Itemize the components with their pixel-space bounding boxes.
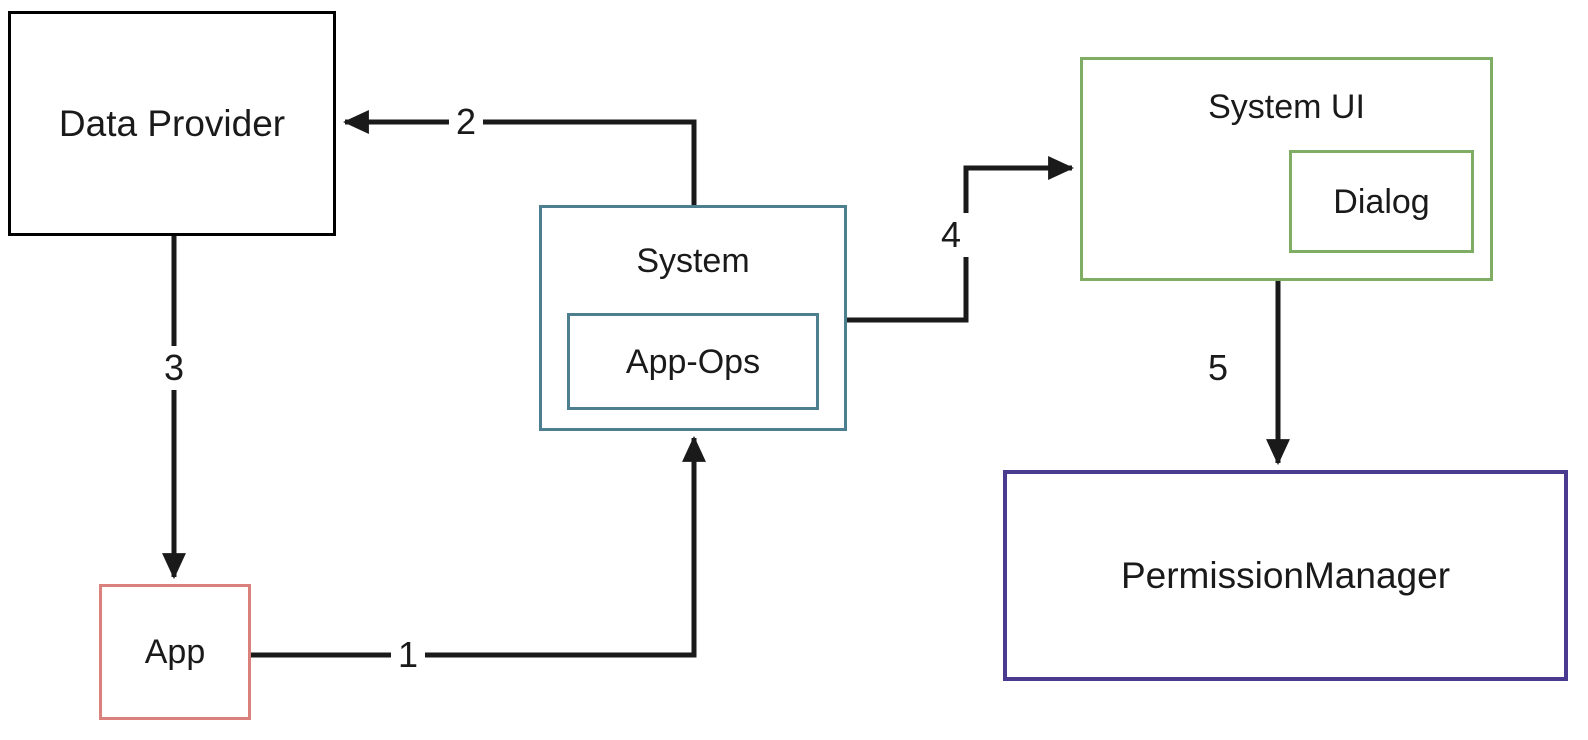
node-system-label: System — [636, 242, 750, 280]
node-data-provider[interactable]: Data Provider — [8, 11, 336, 236]
node-app-ops-label: App-Ops — [625, 342, 761, 381]
edge-2-path — [342, 110, 697, 205]
node-app-label: App — [144, 633, 206, 671]
node-data-provider-label: Data Provider — [58, 103, 286, 144]
edge-label-1: 1 — [390, 635, 426, 675]
node-permission-manager[interactable]: PermissionManager — [1003, 470, 1568, 681]
node-system-ui-label: System UI — [1208, 88, 1365, 126]
node-app-ops[interactable]: App-Ops — [567, 313, 819, 410]
edge-label-4: 4 — [931, 213, 971, 257]
node-permission-manager-label: PermissionManager — [1120, 555, 1451, 596]
edge-label-2: 2 — [448, 102, 484, 142]
node-app[interactable]: App — [99, 584, 251, 720]
edge-1-path — [251, 435, 706, 658]
node-dialog-label: Dialog — [1333, 182, 1430, 221]
edge-label-5: 5 — [1198, 346, 1238, 390]
node-dialog[interactable]: Dialog — [1289, 150, 1474, 253]
edge-label-3: 3 — [154, 346, 194, 390]
